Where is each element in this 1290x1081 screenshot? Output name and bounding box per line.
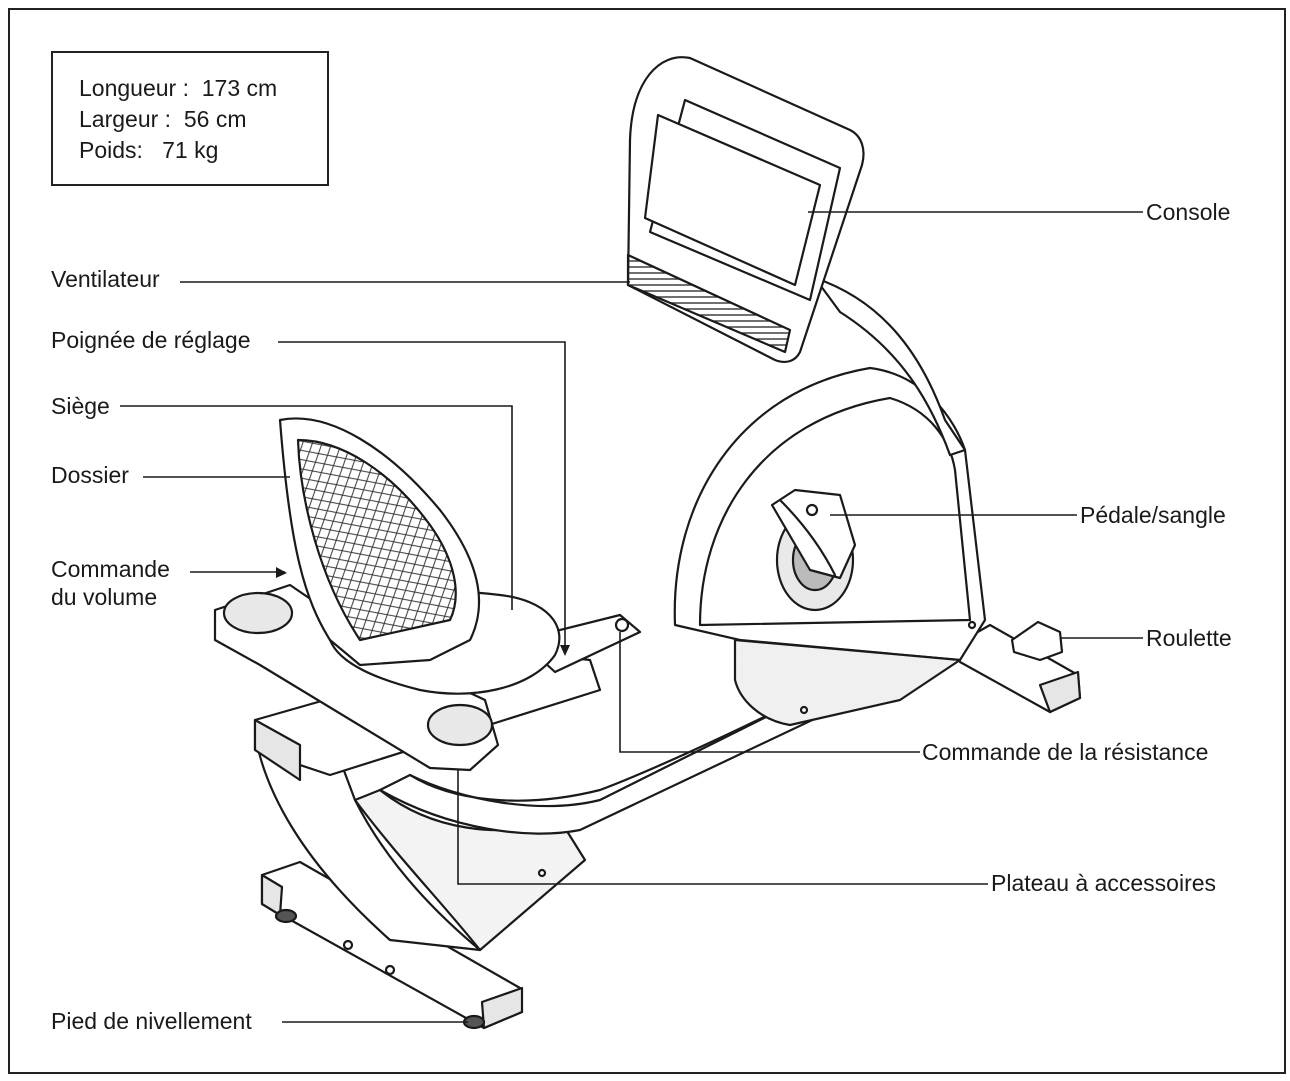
label-volume-line1: Commande <box>51 556 170 582</box>
label-leveling-foot: Pied de nivellement <box>51 1008 252 1034</box>
console-mast <box>813 276 967 457</box>
leader-lines <box>120 211 1143 1023</box>
backrest <box>278 417 481 667</box>
arrow-volume <box>276 567 287 578</box>
label-backrest: Dossier <box>51 462 129 488</box>
leader-resistance <box>619 632 920 753</box>
fan-grille <box>626 253 792 354</box>
flywheel-housing <box>673 366 987 727</box>
specifications-box: Longueur : 173 cm Largeur : 56 cm Poids:… <box>51 51 329 186</box>
arrow-adjust <box>560 645 570 656</box>
spec-weight: Poids: 71 kg <box>79 135 327 166</box>
label-tray: Plateau à accessoires <box>991 870 1217 896</box>
console <box>626 56 865 363</box>
spec-weight-value: 71 kg <box>162 137 219 163</box>
spec-weight-label: Poids: <box>79 137 143 163</box>
leader-seat <box>120 405 513 610</box>
label-console: Console <box>1146 199 1231 225</box>
spec-length-label: Longueur : <box>79 75 189 101</box>
transport-wheel <box>1010 620 1064 662</box>
spec-width-label: Largeur : <box>79 106 172 132</box>
front-stabilizer <box>260 860 524 1030</box>
leader-adjust-handle <box>278 341 566 650</box>
label-volume-line2: du volume <box>51 584 158 610</box>
accessory-tray <box>213 583 500 772</box>
spec-width-value: 56 cm <box>183 106 247 132</box>
label-fan: Ventilateur <box>51 266 160 292</box>
label-resistance: Commande de la résistance <box>922 739 1209 765</box>
label-seat: Siège <box>51 393 110 419</box>
resistance-knob <box>614 617 630 633</box>
label-pedal: Pédale/sangle <box>1080 502 1226 528</box>
leader-tray <box>457 770 988 885</box>
label-adjust-handle: Poignée de réglage <box>51 327 251 353</box>
spec-length-value: 173 cm <box>201 75 278 101</box>
rear-stabilizer <box>953 620 1082 714</box>
spec-length: Longueur : 173 cm <box>79 73 327 104</box>
spec-width: Largeur : 56 cm <box>79 104 327 135</box>
label-wheel: Roulette <box>1146 625 1232 651</box>
